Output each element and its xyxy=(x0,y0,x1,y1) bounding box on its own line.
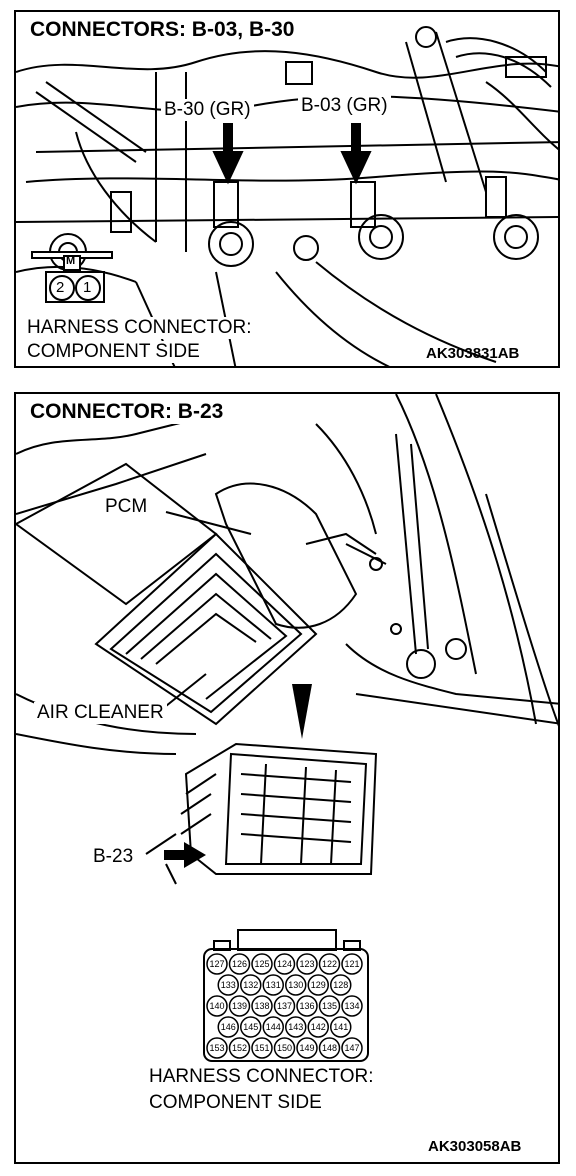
pin-number: 2 xyxy=(56,279,65,296)
pin-circle xyxy=(217,974,239,996)
pin-circle xyxy=(318,953,341,975)
pin-circle xyxy=(228,1037,251,1059)
pin-label: 148 xyxy=(322,1043,337,1053)
pin-label: 124 xyxy=(277,959,292,969)
pin-label: 136 xyxy=(299,1001,314,1011)
pin-label: 127 xyxy=(209,959,224,969)
pin-circle xyxy=(251,953,273,975)
pin-label: 151 xyxy=(254,1043,269,1053)
pin-circle xyxy=(206,995,228,1017)
pin-circle xyxy=(273,995,296,1017)
pin-circle xyxy=(307,974,329,996)
figure-code: AK303058AB xyxy=(428,1138,522,1155)
pin-label: 149 xyxy=(299,1043,314,1053)
panel-title: CONNECTORS: B-03, B-30 xyxy=(26,18,299,42)
panel-title: CONNECTOR: B-23 xyxy=(26,400,228,424)
pin-label: 131 xyxy=(266,980,281,990)
connector-b03-b30-panel: CONNECTORS: B-03, B-30 B-30 (GR) B-03 (G… xyxy=(14,10,560,368)
pin-label: 137 xyxy=(277,1001,292,1011)
pin-label: 142 xyxy=(311,1022,326,1032)
pin-label: 143 xyxy=(288,1022,303,1032)
pin-circle xyxy=(240,974,262,996)
pointer-icon xyxy=(292,684,312,739)
pin-circle xyxy=(273,953,296,975)
pin-label: 152 xyxy=(232,1043,247,1053)
harness-label-line1: HARNESS CONNECTOR: xyxy=(146,1066,377,1088)
pin-circle xyxy=(251,995,273,1017)
pin-label: 140 xyxy=(209,1001,224,1011)
pin-circle xyxy=(341,953,363,975)
pin-circle xyxy=(296,995,318,1017)
label-b23: B-23 xyxy=(90,846,137,868)
pin-label: 153 xyxy=(209,1043,224,1053)
pin-label: 144 xyxy=(266,1022,281,1032)
pin-label: 147 xyxy=(344,1043,359,1053)
pin-circle xyxy=(217,1016,239,1038)
pin-label: 138 xyxy=(254,1001,269,1011)
pin-label: 121 xyxy=(344,959,359,969)
pin-circle xyxy=(330,1016,352,1038)
connector-pin-grid: 127 126 125 124 123 122 121 133 132 131 130 129 128 1… xyxy=(206,953,363,1059)
pin-circle xyxy=(341,1037,363,1059)
connector-b23-panel: 127 126 125 124 123 122 121 133 132 131 130 129 128 1… xyxy=(14,392,560,1164)
harness-label-line1: HARNESS CONNECTOR: xyxy=(24,317,255,339)
label-air-cleaner: AIR CLEANER xyxy=(34,702,167,724)
harness-label-line2: COMPONENT SIDE xyxy=(24,341,203,363)
pin-circle xyxy=(273,1037,296,1059)
pin-label: 129 xyxy=(311,980,326,990)
connector-face-icon xyxy=(31,251,113,303)
pin-circle xyxy=(285,974,307,996)
pin-label: 150 xyxy=(277,1043,292,1053)
arrow-icon xyxy=(164,842,206,868)
pin-label: 145 xyxy=(243,1022,258,1032)
label-b30: B-30 (GR) xyxy=(161,99,254,121)
pin-label: 126 xyxy=(232,959,247,969)
pin-number: 1 xyxy=(83,279,92,296)
pin-circle xyxy=(307,1016,329,1038)
pin-circle xyxy=(262,1016,284,1038)
pin-label: 146 xyxy=(221,1022,236,1032)
pin-circle xyxy=(206,953,228,975)
pin-label: 130 xyxy=(288,980,303,990)
pin-circle xyxy=(206,1037,228,1059)
pin-circle xyxy=(318,995,341,1017)
pin-circle xyxy=(285,1016,307,1038)
pin-circle xyxy=(341,995,363,1017)
figure-code: AK303831AB xyxy=(426,345,520,362)
pin-label: 141 xyxy=(333,1022,348,1032)
pin-label: 135 xyxy=(322,1001,337,1011)
pin-circle xyxy=(296,1037,318,1059)
harness-label-line2: COMPONENT SIDE xyxy=(146,1092,325,1114)
pin-label: 133 xyxy=(221,980,236,990)
connector-mark: M xyxy=(66,255,76,267)
pin-circle xyxy=(330,974,352,996)
pin-circle xyxy=(228,953,251,975)
pin-label: 123 xyxy=(299,959,314,969)
pin-circle xyxy=(251,1037,273,1059)
pin-label: 132 xyxy=(243,980,258,990)
pin-circle xyxy=(296,953,318,975)
engine-bay-illustration-bottom: 127 126 125 124 123 122 121 133 132 131 130 129 128 1… xyxy=(16,394,558,1062)
pin-label: 122 xyxy=(322,959,337,969)
pin-label: 139 xyxy=(232,1001,247,1011)
pin-circle xyxy=(240,1016,262,1038)
label-b03: B-03 (GR) xyxy=(298,95,391,117)
pin-label: 128 xyxy=(333,980,348,990)
pin-circle xyxy=(262,974,284,996)
arrow-icon xyxy=(212,123,372,185)
pin-circle xyxy=(318,1037,341,1059)
pin-label: 125 xyxy=(254,959,269,969)
pin-label: 134 xyxy=(344,1001,359,1011)
label-pcm: PCM xyxy=(102,496,151,518)
pin-circle xyxy=(228,995,251,1017)
engine-bay-illustration-top xyxy=(16,26,558,366)
